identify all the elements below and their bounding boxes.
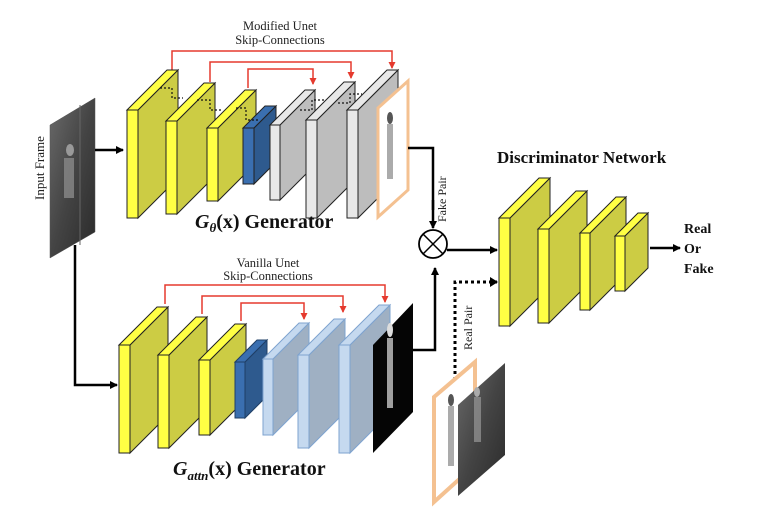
combine-circled-times-icon bbox=[418, 229, 448, 259]
real-pair-label: Real Pair bbox=[461, 306, 475, 350]
output-label-or: Or bbox=[684, 242, 701, 257]
attn-decoder-block-2 bbox=[296, 317, 347, 450]
bottom-generator-title: Gattn(x) Generator bbox=[173, 458, 326, 483]
encoder-block-2 bbox=[164, 81, 217, 216]
internal-flow-4 bbox=[300, 99, 324, 111]
vanilla-skip-connection-2 bbox=[201, 295, 347, 314]
top-skip-label-1: Modified Unet bbox=[243, 19, 317, 33]
fake-pair-arrow bbox=[408, 146, 435, 210]
discriminator-title: Discriminator Network bbox=[497, 148, 667, 167]
attention-output-arrow bbox=[410, 267, 439, 352]
decoder-block-2 bbox=[304, 80, 357, 220]
internal-flow-2 bbox=[197, 99, 222, 111]
internal-flow-3 bbox=[236, 107, 258, 121]
skip-connection-3 bbox=[247, 68, 317, 88]
bottom-skip-label-2: Skip-Connections bbox=[223, 269, 313, 283]
vanilla-skip-connection-1 bbox=[164, 284, 389, 304]
vanilla-skip-connection-3 bbox=[240, 302, 308, 321]
input-to-bottom-arrow bbox=[73, 245, 118, 389]
top-skip-label-2: Skip-Connections bbox=[235, 33, 325, 47]
discriminator-network bbox=[497, 176, 650, 328]
internal-flow-1 bbox=[160, 87, 183, 99]
attention-map-output bbox=[373, 303, 413, 453]
fake-pair-label: Fake Pair bbox=[435, 176, 449, 222]
top-generator-title: Gθ(x) Generator bbox=[195, 211, 333, 235]
attn-encoder-block-2 bbox=[156, 315, 209, 450]
real-pair-images bbox=[432, 357, 505, 507]
disc-block-4 bbox=[613, 211, 650, 293]
bottom-skip-label-1: Vanilla Unet bbox=[237, 256, 300, 270]
skip-connection-1 bbox=[171, 50, 396, 70]
input-frame-label: Input Frame bbox=[32, 136, 47, 200]
internal-flow-5 bbox=[338, 93, 362, 104]
output-label-real: Real bbox=[684, 222, 711, 237]
real-pair-arrow bbox=[453, 280, 497, 392]
top-generator bbox=[125, 50, 400, 220]
input-frame-image bbox=[49, 97, 96, 259]
generated-fake-frame bbox=[376, 77, 410, 221]
disc-block-2 bbox=[536, 189, 589, 325]
skip-connection-2 bbox=[209, 61, 355, 82]
bottom-generator bbox=[117, 284, 392, 455]
output-label-fake: Fake bbox=[684, 262, 714, 277]
encoder-block-3 bbox=[205, 88, 258, 203]
